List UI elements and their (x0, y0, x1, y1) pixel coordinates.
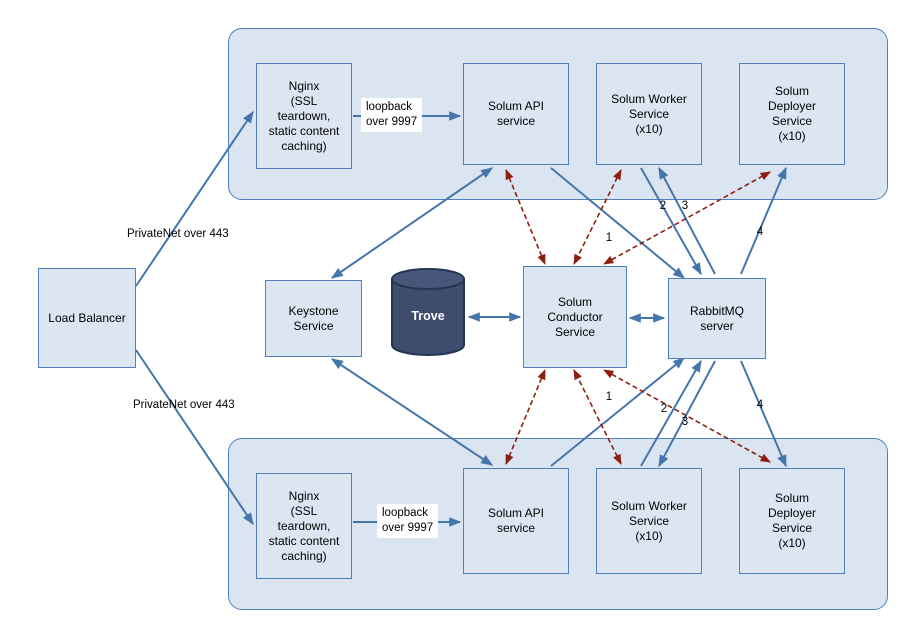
node-solum-deployer-bottom: Solum Deployer Service (x10) (739, 468, 845, 574)
privatenet-label-top: PrivateNet over 443 (127, 228, 229, 240)
node-label: Solum API service (487, 506, 545, 535)
node-solum-api-bottom: Solum API service (463, 468, 569, 574)
node-solum-worker-bottom: Solum Worker Service (x10) (596, 468, 702, 574)
node-label: Keystone Service (288, 303, 339, 333)
node-label: Nginx (SSL teardown, static content cach… (268, 488, 340, 563)
privatenet-label-bottom: PrivateNet over 443 (133, 399, 235, 411)
node-label: Solum API service (487, 99, 545, 128)
node-solum-conductor: Solum Conductor Service (523, 266, 627, 368)
node-nginx-top: Nginx (SSL teardown, static content cach… (256, 63, 352, 169)
seq-label-3-bottom: 3 (681, 416, 689, 428)
node-label: Solum Worker Service (x10) (611, 91, 687, 136)
node-load-balancer: Load Balancer (38, 268, 136, 368)
loopback-label-top: loopback over 9997 (361, 98, 423, 132)
node-label: Solum Worker Service (x10) (611, 498, 687, 543)
node-keystone: Keystone Service (265, 280, 362, 357)
node-label: Nginx (SSL teardown, static content cach… (268, 78, 340, 153)
node-rabbitmq: RabbitMQ server (668, 278, 766, 359)
seq-label-1-bottom: 1 (605, 391, 613, 403)
node-label: Solum Deployer Service (x10) (767, 491, 817, 550)
node-label: Solum Deployer Service (x10) (767, 84, 817, 143)
node-solum-deployer-top: Solum Deployer Service (x10) (739, 63, 845, 165)
seq-label-4-top: 4 (756, 226, 764, 238)
node-solum-worker-top: Solum Worker Service (x10) (596, 63, 702, 165)
node-label: RabbitMQ server (689, 303, 745, 333)
seq-label-2-top: 2 (659, 200, 667, 212)
loopback-label-bottom: loopback over 9997 (377, 504, 439, 538)
node-solum-api-top: Solum API service (463, 63, 569, 165)
node-label: Trove (411, 309, 445, 323)
seq-label-1-top: 1 (605, 232, 613, 244)
node-trove: Trove (390, 267, 466, 357)
seq-label-2-bottom: 2 (660, 403, 668, 415)
seq-label-3-top: 3 (681, 200, 689, 212)
node-label: Solum Conductor Service (547, 294, 603, 339)
database-cylinder-icon (391, 268, 465, 356)
node-label: Load Balancer (48, 310, 126, 325)
seq-label-4-bottom: 4 (756, 399, 764, 411)
node-nginx-bottom: Nginx (SSL teardown, static content cach… (256, 473, 352, 579)
